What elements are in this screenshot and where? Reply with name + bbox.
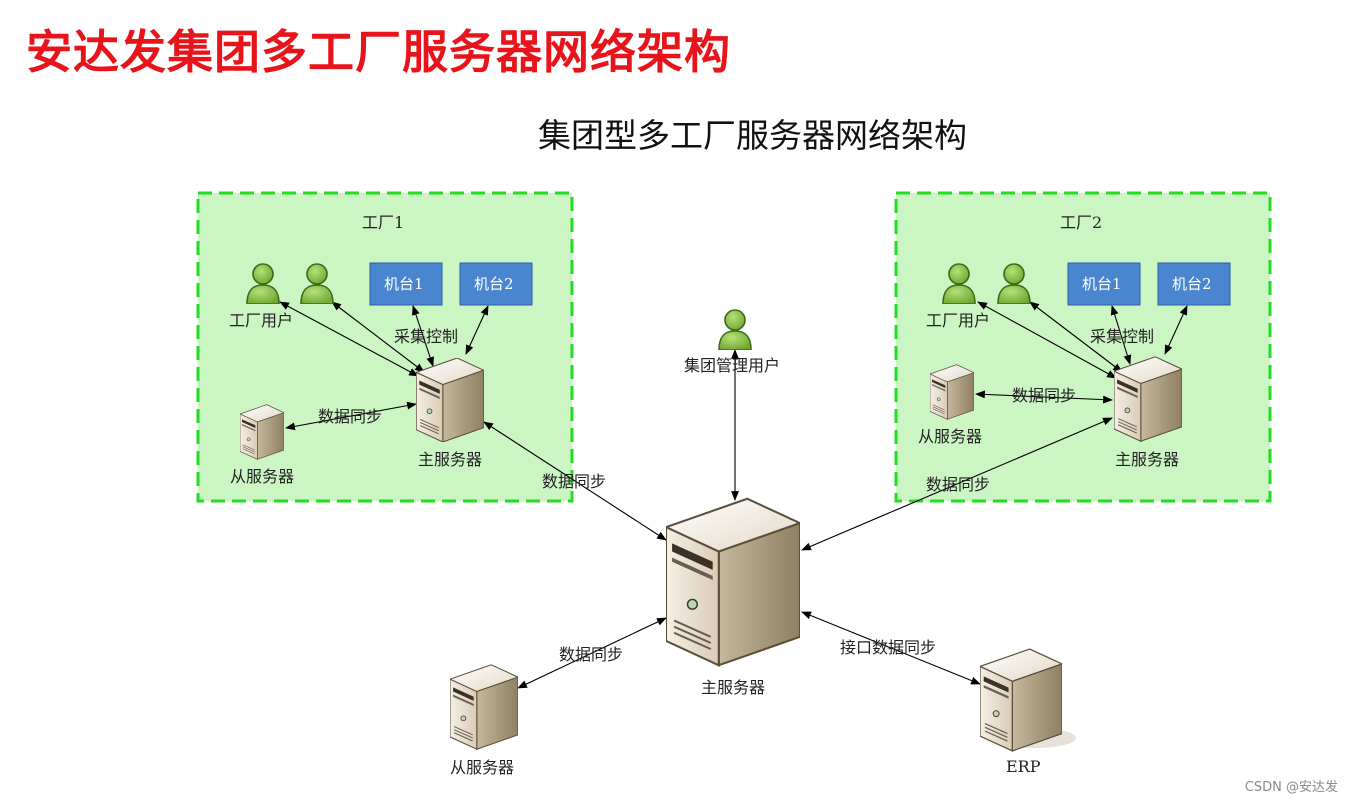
admin-user-label: 集团管理用户 xyxy=(684,356,780,375)
f1-slave-label: 从服务器 xyxy=(230,467,294,486)
f2-machine1-label: 机台1 xyxy=(1082,275,1122,293)
f2-sync-label: 数据同步 xyxy=(1012,386,1076,405)
central-f2-link xyxy=(801,417,1113,551)
f2-machine2-link xyxy=(1164,305,1188,355)
f1-collect-label: 采集控制 xyxy=(394,327,458,346)
central-f1-sync-label: 数据同步 xyxy=(542,472,606,491)
f2-machine2-box xyxy=(1157,262,1231,306)
f2-slave-server-icon xyxy=(930,364,974,420)
f2-master-server-icon xyxy=(1114,356,1182,442)
factory2-name: 工厂2 xyxy=(1060,213,1102,232)
admin-user-icon xyxy=(718,309,752,350)
central-f1-link xyxy=(483,421,667,541)
f2-machine2-label: 机台2 xyxy=(1172,275,1212,293)
central-slave-link xyxy=(517,617,667,689)
f1-machine2-link xyxy=(465,305,489,355)
diagram-title: 集团型多工厂服务器网络架构 xyxy=(538,116,967,155)
f1-machine1-label: 机台1 xyxy=(384,275,424,293)
f1-users-label: 工厂用户 xyxy=(229,311,293,330)
f1-master-server-icon xyxy=(416,358,484,442)
central-slave-label: 从服务器 xyxy=(450,758,514,777)
central-slave-server-icon xyxy=(450,664,518,750)
f2-slave-link xyxy=(975,390,1113,404)
erp-server-icon xyxy=(980,648,1062,752)
f2-users-label: 工厂用户 xyxy=(926,311,990,330)
f1-machine1-link xyxy=(412,305,434,367)
f1-slave-server-icon xyxy=(240,404,284,460)
f1-sync-label: 数据同步 xyxy=(318,407,382,426)
connection-lines xyxy=(279,301,1188,689)
erp-label: ERP xyxy=(1006,757,1041,776)
central-erp-link xyxy=(801,611,981,685)
f1-slave-link xyxy=(285,401,417,431)
f2-machine1-link xyxy=(1110,305,1132,365)
central-f2-sync-label: 数据同步 xyxy=(926,475,990,494)
f2-user2-link xyxy=(1029,301,1123,373)
f1-machine1-box xyxy=(369,262,443,306)
page-title: 安达发集团多工厂服务器网络架构 xyxy=(26,25,731,79)
central-slave-sync-label: 数据同步 xyxy=(559,645,623,664)
f1-master-label: 主服务器 xyxy=(418,450,482,469)
f2-machine1-box xyxy=(1067,262,1141,306)
f1-machine2-label: 机台2 xyxy=(474,275,514,293)
central-master-label: 主服务器 xyxy=(701,678,765,697)
f2-master-label: 主服务器 xyxy=(1115,450,1179,469)
csdn-watermark: CSDN @安达发 xyxy=(1244,780,1338,795)
f2-slave-label: 从服务器 xyxy=(918,427,982,446)
factory1-name: 工厂1 xyxy=(362,213,404,232)
f1-user2-link xyxy=(331,301,425,373)
central-erp-sync-label: 接口数据同步 xyxy=(840,638,936,657)
f1-machine2-box xyxy=(459,262,533,306)
f2-collect-label: 采集控制 xyxy=(1090,327,1154,346)
central-master-server-icon xyxy=(666,497,800,667)
factory2-zone xyxy=(894,191,1272,503)
